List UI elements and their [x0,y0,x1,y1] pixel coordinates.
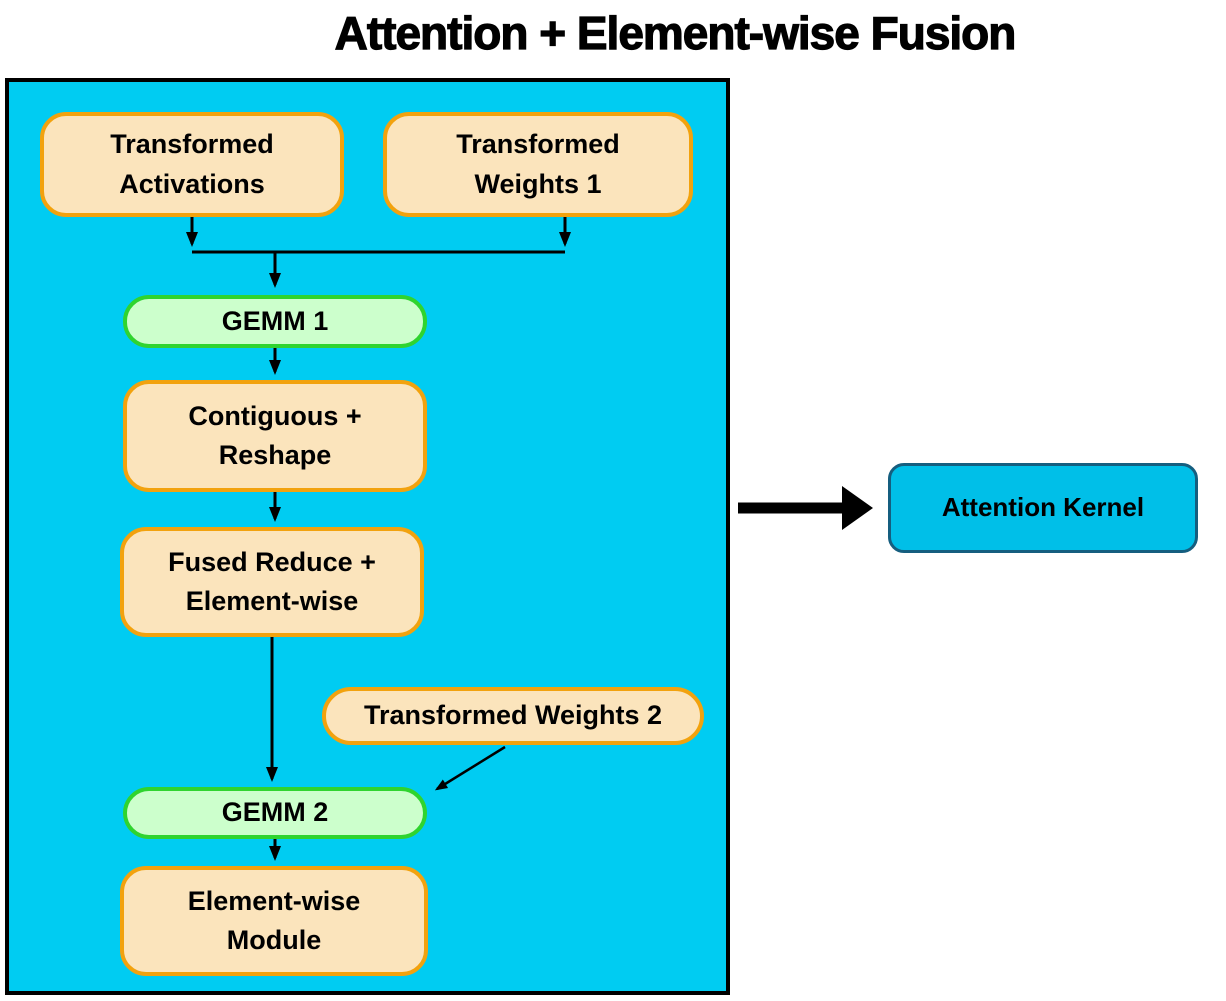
node-transformed-activations: Transformed Activations [40,112,344,217]
node-gemm-2: GEMM 2 [123,787,427,839]
node-attention-kernel: Attention Kernel [888,463,1198,553]
node-gemm-1: GEMM 1 [123,295,427,348]
node-transformed-weights-2: Transformed Weights 2 [322,687,704,745]
diagram-title: Attention + Element-wise Fusion [334,6,1017,59]
fusion-to-kernel-arrow [738,486,873,530]
node-transformed-weights-1: Transformed Weights 1 [383,112,693,217]
node-contiguous-reshape: Contiguous + Reshape [123,380,427,492]
node-elementwise-module: Element-wise Module [120,866,428,976]
node-fused-reduce-elementwise: Fused Reduce + Element-wise [120,527,424,637]
